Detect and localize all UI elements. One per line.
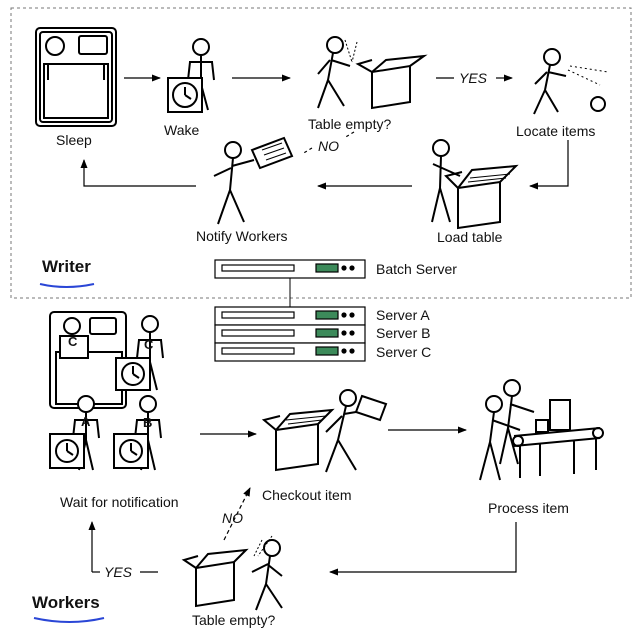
label-workers-title: Workers <box>32 593 100 612</box>
load-table-figure <box>431 139 519 230</box>
label-worker-table-empty: Table empty? <box>192 612 276 628</box>
writer-table-empty-figure <box>317 36 428 110</box>
worker-c-figure <box>115 315 164 391</box>
notify-workers-figure <box>213 136 294 225</box>
label-writer-table-empty: Table empty? <box>308 116 392 132</box>
batch-server <box>214 259 366 279</box>
arrow-notify-sleep <box>80 159 196 187</box>
workers-underline <box>33 617 105 623</box>
writer-boundary <box>10 7 632 299</box>
worker-a-figure <box>49 395 100 471</box>
checkout-item-figure <box>261 389 388 473</box>
worker-table-empty-figure <box>181 539 283 611</box>
label-load-table: Load table <box>437 229 503 245</box>
worker-b-figure <box>113 395 162 471</box>
label-locate-items: Locate items <box>516 123 596 139</box>
locate-items-figure <box>533 48 606 115</box>
label-checkout-item: Checkout item <box>262 487 352 503</box>
label-server-b: Server B <box>376 325 431 341</box>
label-batch-server: Batch Server <box>376 261 457 277</box>
label-notify-workers: Notify Workers <box>196 228 288 244</box>
label-writer-yes: YES <box>459 70 488 86</box>
process-item-figure <box>479 379 604 481</box>
writer-underline <box>39 283 95 288</box>
label-worker-c-bed: C <box>68 334 78 349</box>
workers-sleep-figure <box>49 311 127 409</box>
label-writer-no: NO <box>318 138 339 154</box>
label-writer-title: Writer <box>42 257 91 276</box>
arrow-process-table <box>329 522 517 576</box>
arrow-table-notify-no-2 <box>343 131 355 139</box>
arrow-table-notify-no <box>301 147 313 155</box>
server-a <box>214 306 366 326</box>
label-sleep: Sleep <box>56 132 92 148</box>
label-wake: Wake <box>164 122 200 138</box>
label-server-a: Server A <box>376 307 430 323</box>
label-workers-no: NO <box>222 510 243 526</box>
arrow-table-checkout-no <box>223 487 251 541</box>
wake-figure <box>167 38 215 113</box>
arrow-locate-load <box>529 140 569 190</box>
sleep-figure <box>35 27 117 127</box>
label-worker-a: A <box>81 414 91 429</box>
label-process-item: Process item <box>488 500 569 516</box>
label-worker-c: C <box>144 337 154 352</box>
label-worker-b: B <box>143 415 153 430</box>
label-server-c: Server C <box>376 344 432 360</box>
label-workers-yes: YES <box>104 564 133 580</box>
label-wait-notification: Wait for notification <box>60 494 179 510</box>
server-c <box>214 342 366 362</box>
server-b <box>214 324 366 344</box>
